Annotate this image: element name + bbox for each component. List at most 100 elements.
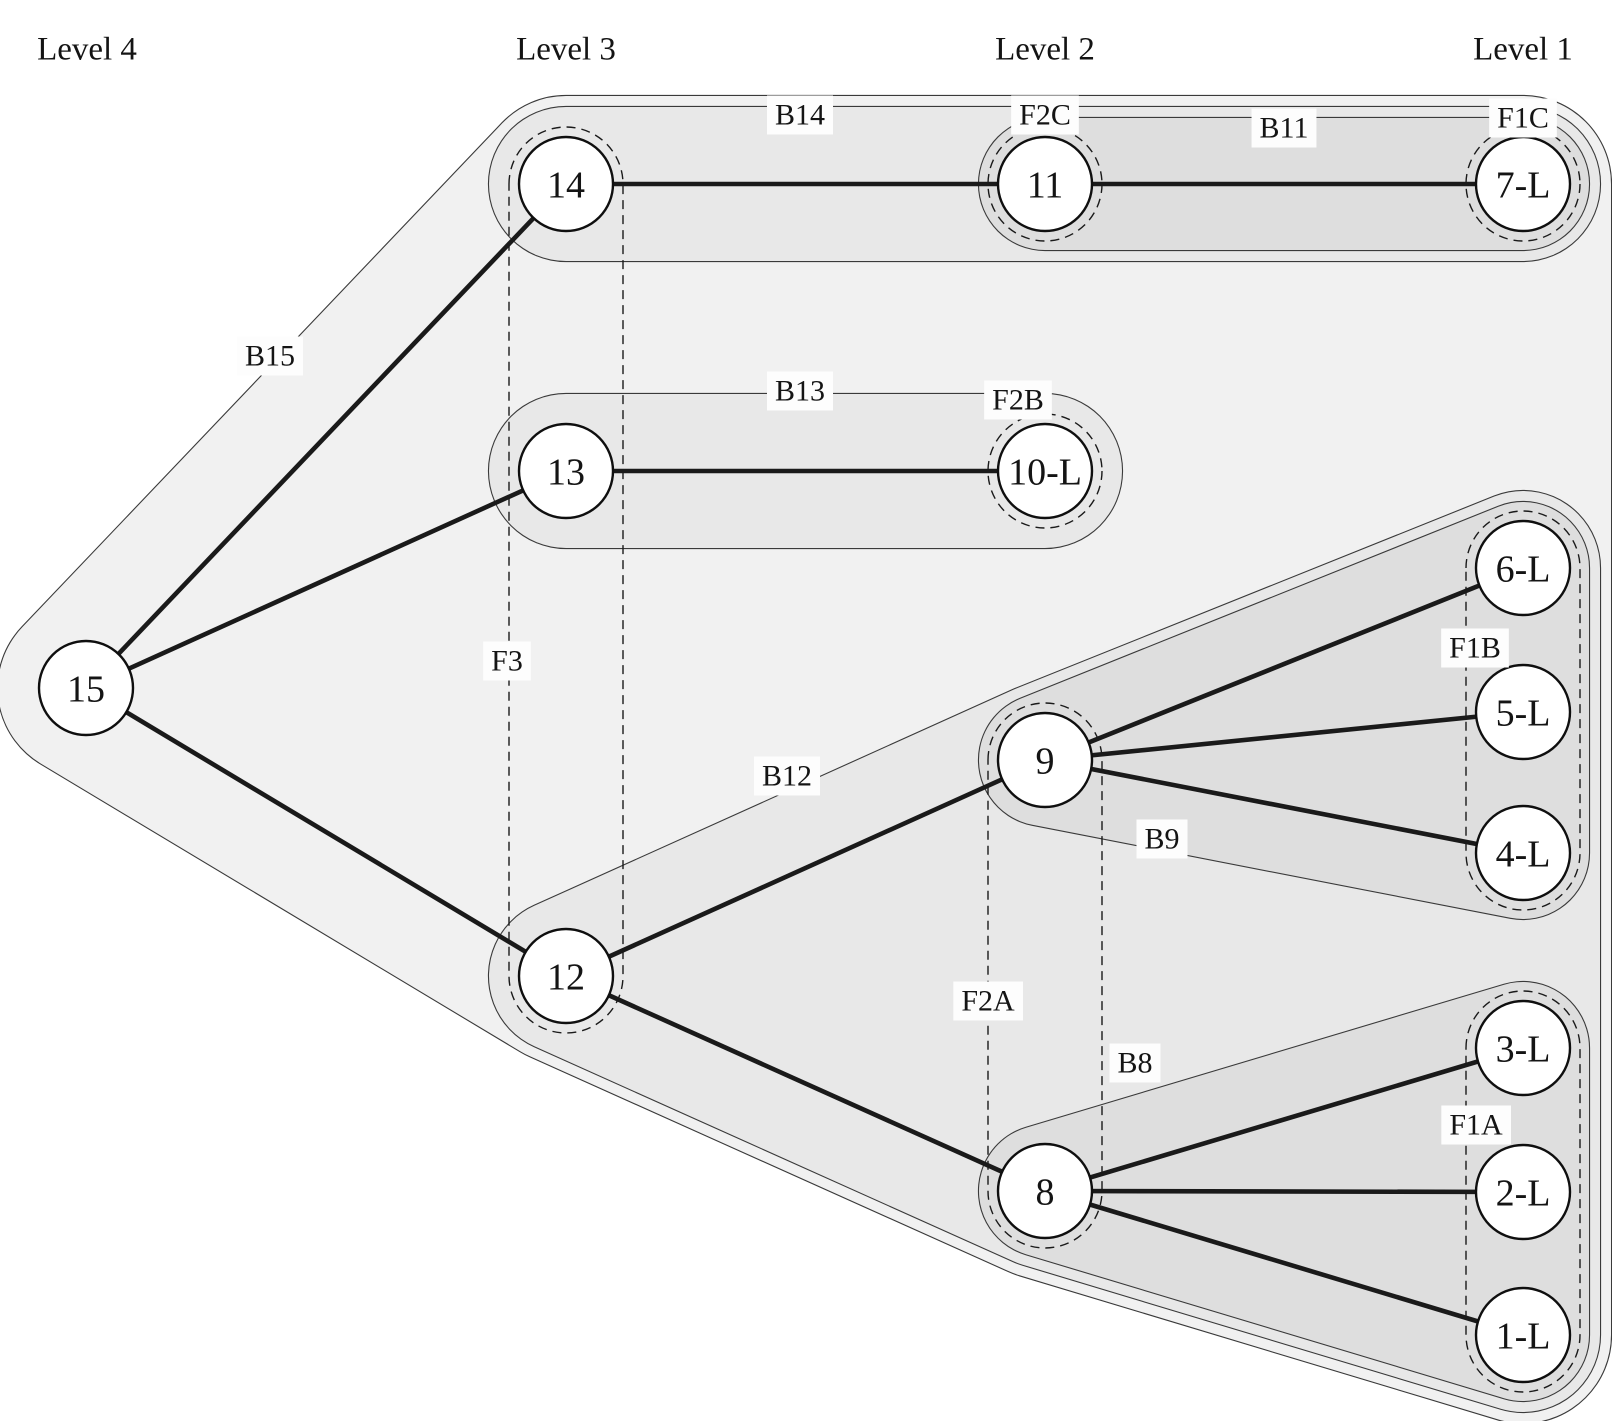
node-circle [517, 422, 615, 520]
node-6-L: 6-L [1474, 519, 1572, 617]
node-circle [1474, 804, 1572, 902]
node-label-14: 14 [547, 164, 585, 206]
level-header-2: Level 2 [995, 32, 1095, 68]
fence-f1b [1465, 510, 1581, 911]
region-label-b12: B12 [753, 756, 821, 796]
svg-text:B8: B8 [1117, 1047, 1152, 1080]
node-circle [1474, 519, 1572, 617]
svg-text:F2A: F2A [961, 985, 1015, 1018]
region-label-b8: B8 [1109, 1043, 1161, 1083]
node-15: 15 [37, 639, 135, 737]
node-circle [1474, 1143, 1572, 1241]
svg-text:B12: B12 [762, 760, 812, 793]
fence-label-f1c: F1C [1489, 98, 1557, 138]
node-label-5-L: 5-L [1496, 692, 1551, 734]
fence-label-f2a-box [953, 981, 1024, 1021]
fence-label-f2c-box [1011, 95, 1079, 135]
edge-8-1-L [1044, 1188, 1524, 1338]
node-circle [37, 639, 135, 737]
node-label-11: 11 [1027, 164, 1064, 206]
node-label-7-L: 7-L [1496, 164, 1551, 206]
level-header-3: Level 3 [516, 32, 616, 68]
fence-label-f1a: F1A [1441, 1105, 1512, 1145]
node-1-L: 1-L [1474, 1286, 1572, 1384]
fence-label-f2a: F2A [953, 981, 1024, 1021]
node-14: 14 [517, 135, 615, 233]
edge-12-9 [565, 757, 1046, 979]
edge-15-14 [84, 182, 568, 690]
region-label-b11-box [1251, 108, 1317, 148]
node-circle [1474, 663, 1572, 761]
node-13: 13 [517, 422, 615, 520]
node-circle [517, 135, 615, 233]
node-circle [996, 711, 1094, 809]
edge-12-8 [565, 973, 1046, 1194]
node-circle [1474, 1286, 1572, 1384]
svg-text:F1C: F1C [1497, 102, 1549, 135]
edge-8-2-L [1044, 1188, 1524, 1195]
region-label-b13: B13 [766, 371, 834, 411]
svg-text:B14: B14 [775, 99, 825, 132]
node-label-13: 13 [547, 451, 585, 493]
region-label-b9: B9 [1136, 819, 1188, 859]
edge-9-4-L [1044, 757, 1524, 856]
node-5-L: 5-L [1474, 663, 1572, 761]
fence-f1a [1465, 990, 1581, 1393]
svg-text:B9: B9 [1144, 823, 1179, 856]
svg-text:F1B: F1B [1449, 632, 1501, 665]
fence-label-f2b: F2B [984, 380, 1052, 420]
node-circle [517, 927, 615, 1025]
fence-label-f2b-box [984, 380, 1052, 420]
node-label-3-L: 3-L [1496, 1028, 1551, 1070]
svg-text:F3: F3 [491, 645, 523, 678]
level-header-1: Level 1 [1473, 32, 1573, 68]
fence-label-f3-box [483, 641, 531, 681]
fence-label-f3: F3 [483, 641, 531, 681]
node-2-L: 2-L [1474, 1143, 1572, 1241]
svg-text:B15: B15 [245, 340, 295, 373]
fence-label-f1b-box [1441, 628, 1509, 668]
node-circle [996, 135, 1094, 233]
region-label-b12-box [753, 756, 821, 796]
fence-f2a [987, 702, 1103, 1249]
node-4-L: 4-L [1474, 804, 1572, 902]
node-7-L: 7-L [1474, 135, 1572, 233]
node-label-9: 9 [1036, 740, 1055, 782]
node-label-2-L: 2-L [1496, 1172, 1551, 1214]
fence-label-f1c-box [1489, 98, 1557, 138]
node-3-L: 3-L [1474, 999, 1572, 1097]
region-label-b15: B15 [236, 336, 304, 376]
node-circle [1474, 999, 1572, 1097]
node-label-6-L: 6-L [1496, 548, 1551, 590]
node-label-4-L: 4-L [1496, 833, 1551, 875]
edge-8-3-L [1044, 1045, 1524, 1194]
fence-f3 [508, 126, 624, 1034]
node-circle [996, 422, 1094, 520]
fence-f2b [987, 413, 1103, 529]
node-8: 8 [996, 1142, 1094, 1240]
level-header-4: Level 4 [37, 32, 137, 68]
edge-15-12 [84, 686, 568, 978]
fence-label-f2c: F2C [1011, 95, 1079, 135]
svg-text:F2B: F2B [992, 384, 1044, 417]
region-label-b15-box [236, 336, 304, 376]
region-label-b9-box [1136, 819, 1188, 859]
node-9: 9 [996, 711, 1094, 809]
node-label-15: 15 [67, 668, 105, 710]
region-label-b14: B14 [766, 95, 834, 135]
fence-label-f1b: F1B [1441, 628, 1509, 668]
node-circle [996, 1142, 1094, 1240]
svg-text:F2C: F2C [1019, 99, 1071, 132]
node-label-1-L: 1-L [1496, 1315, 1551, 1357]
region-label-b11: B11 [1251, 108, 1317, 148]
edge-9-5-L [1044, 709, 1524, 763]
svg-text:F1A: F1A [1449, 1109, 1503, 1142]
svg-text:B13: B13 [775, 375, 825, 408]
region-label-b14-box [766, 95, 834, 135]
node-label-12: 12 [547, 956, 585, 998]
svg-text:B11: B11 [1260, 112, 1309, 145]
region-label-b8-box [1109, 1043, 1161, 1083]
node-10-L: 10-L [996, 422, 1094, 520]
